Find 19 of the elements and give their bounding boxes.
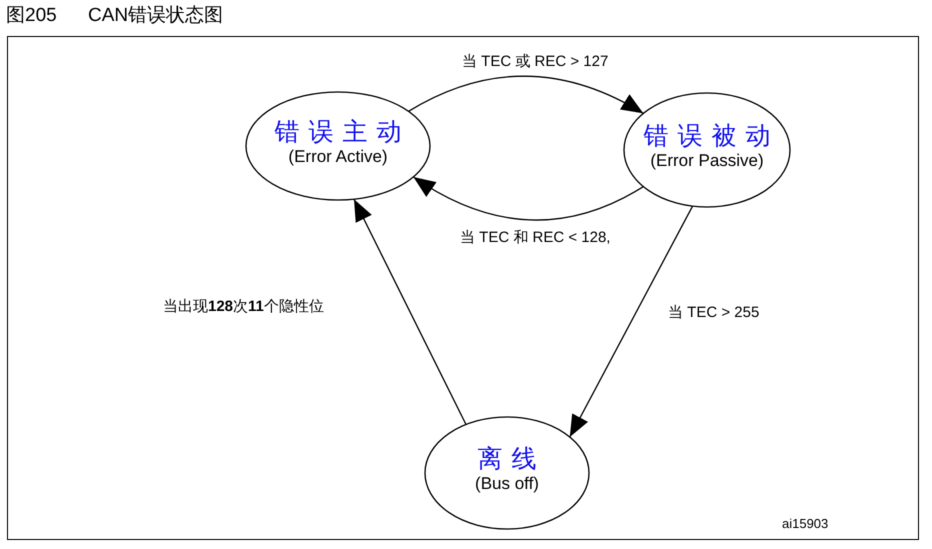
edge-label: 当出现128次11个隐性位	[163, 297, 324, 316]
state-name: 错误被动	[642, 121, 780, 152]
state-subtitle: (Error Active)	[287, 147, 389, 167]
edge-label: 当 TEC 或 REC > 127	[462, 52, 608, 71]
state-ellipse	[623, 92, 791, 208]
figure-title: 图205 CAN错误状态图	[6, 4, 224, 28]
state-name: 错误主动	[274, 117, 412, 148]
state-ellipse	[245, 91, 431, 201]
arrow	[408, 76, 644, 114]
figure-code: ai15903	[782, 516, 828, 531]
arrow	[569, 206, 694, 438]
arrow	[353, 198, 467, 425]
state-subtitle: (Bus off)	[474, 474, 540, 494]
state-name: 离线	[476, 444, 546, 475]
arrow	[413, 176, 644, 221]
state-subtitle: (Error Passive)	[649, 151, 765, 171]
edge-label: 当 TEC 和 REC < 128,	[460, 228, 610, 247]
edge-label: 当 TEC > 255	[668, 303, 760, 322]
state-ellipse	[424, 416, 590, 530]
